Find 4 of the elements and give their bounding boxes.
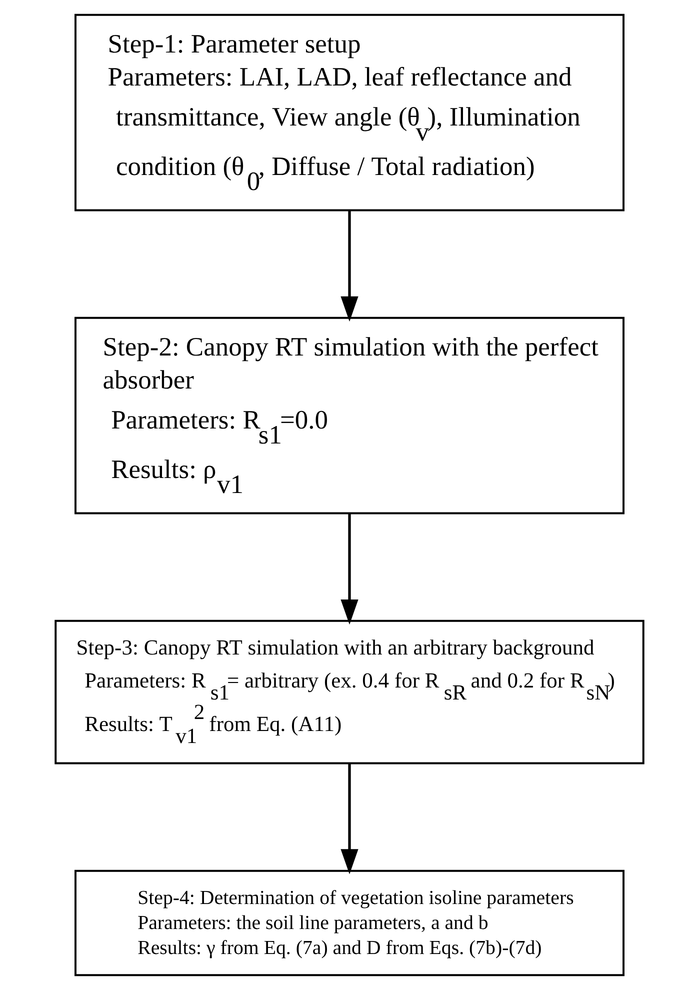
arrow [340, 763, 358, 874]
arrow [340, 514, 358, 625]
node-box: Step-4: Determination of vegetation isoline parameters Parameters: the soil line parameters, a and b Results: γ from Eq. (7a) and D from Eqs. (7b)-(7d) [74, 870, 624, 976]
arrow [340, 210, 358, 322]
